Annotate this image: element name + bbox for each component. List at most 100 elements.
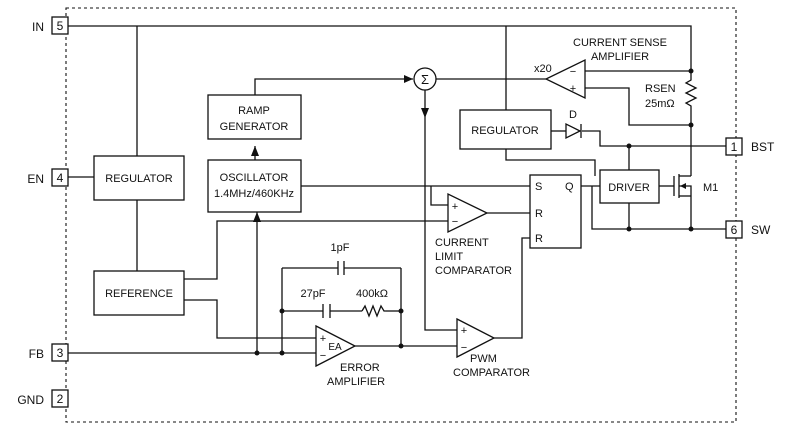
arrows <box>251 75 429 222</box>
resistor-400k-label: 400kΩ <box>356 288 388 300</box>
ea-plus-sign: + <box>320 333 326 345</box>
csa-gain: x20 <box>534 63 552 75</box>
regulator-right-label: REGULATOR <box>471 125 538 137</box>
pin-in-label: IN <box>32 20 44 34</box>
pin-sw: 6 SW <box>725 220 771 239</box>
pwm-minus-sign: − <box>461 342 467 354</box>
wire-in-rail <box>68 25 692 68</box>
mosfet-label: M1 <box>703 182 718 194</box>
pin-in: IN 5 <box>32 16 69 35</box>
junction-dot <box>626 143 632 149</box>
mosfet-m1: M1 <box>673 174 718 198</box>
cap-1pf-label: 1pF <box>331 242 350 254</box>
resistor-400k: 400kΩ <box>356 288 388 318</box>
current-sense-amplifier: − + x20 CURRENT SENSE AMPLIFIER <box>534 37 667 100</box>
wire-pwm-to-latch-r <box>494 237 530 339</box>
latch-q-label: Q <box>565 181 574 193</box>
current-limit-comparator: + − CURRENT LIMIT COMPARATOR <box>435 192 512 277</box>
rsen-value: 25mΩ <box>645 98 675 110</box>
junction-dot <box>279 350 285 356</box>
ea-label-line2: AMPLIFIER <box>327 376 385 388</box>
pin-bst-number: 1 <box>731 140 738 154</box>
ramp-generator-block: RAMP GENERATOR <box>207 94 302 140</box>
wire-diode-to-bst <box>582 130 726 147</box>
diode-label: D <box>569 109 577 121</box>
csa-label-line1: CURRENT SENSE <box>573 37 667 49</box>
junction-dot <box>398 308 404 314</box>
wire-ramp-to-summer <box>254 78 413 95</box>
wire-cl-plus-input <box>430 186 448 206</box>
pin-gnd: GND 2 <box>17 389 69 408</box>
pin-sw-label: SW <box>751 223 771 237</box>
driver-block: DRIVER <box>599 169 660 204</box>
wire-csa-plus-to-rsen-bottom <box>585 87 691 126</box>
junction-dot <box>254 350 260 356</box>
pwm-comparator: + − PWM COMPARATOR <box>453 317 530 379</box>
regulator-left-label: REGULATOR <box>105 173 172 185</box>
oscillator-block: OSCILLATOR 1.4MHz/460KHz <box>207 159 302 213</box>
pwm-plus-sign: + <box>461 325 467 337</box>
sr-latch-block: S Q R R <box>529 174 582 249</box>
junction-dot <box>398 343 404 349</box>
summer-node: Σ <box>413 67 437 91</box>
cl-plus-sign: + <box>452 201 458 213</box>
csa-label-line2: AMPLIFIER <box>591 51 649 63</box>
wire-summer-to-pwm <box>424 90 457 331</box>
cl-label-line3: COMPARATOR <box>435 265 512 277</box>
cl-minus-sign: − <box>452 216 458 228</box>
pin-in-number: 5 <box>57 19 64 33</box>
pin-gnd-number: 2 <box>57 392 64 406</box>
junction-dot <box>688 122 694 128</box>
cl-label-line2: LIMIT <box>435 251 463 263</box>
oscillator-label: OSCILLATOR <box>220 172 289 184</box>
pin-en-label: EN <box>27 172 44 186</box>
wires <box>68 25 726 354</box>
pin-sw-number: 6 <box>731 223 738 237</box>
summer-symbol: Σ <box>421 72 429 87</box>
junction-dot <box>626 226 632 232</box>
junction-dot <box>688 226 694 232</box>
reference-label: REFERENCE <box>105 288 173 300</box>
ramp-label-line1: RAMP <box>238 105 270 117</box>
ea-inside-label: EA <box>328 342 342 353</box>
pin-en: EN 4 <box>27 168 69 187</box>
arrow-summer-down <box>421 108 429 118</box>
pin-gnd-label: GND <box>17 393 44 407</box>
wire-reference-to-ea-plus <box>184 299 316 339</box>
pin-gnd-box <box>51 389 69 408</box>
regulator-right-block: REGULATOR <box>459 109 552 150</box>
pin-fb: FB 3 <box>29 343 69 362</box>
pin-bst: 1 BST <box>725 137 775 156</box>
driver-label: DRIVER <box>608 182 650 194</box>
wire-reference-to-cl-minus <box>184 220 448 280</box>
reference-block: REFERENCE <box>93 270 185 316</box>
arrow-into-summer <box>404 75 413 83</box>
wire-regulator-to-driver <box>505 149 596 176</box>
chip-boundary <box>65 7 737 423</box>
csa-plus-sign: + <box>570 83 576 95</box>
diode-d: D <box>565 109 582 140</box>
arrow-osc-to-ramp <box>251 146 259 156</box>
pin-fb-number: 3 <box>57 346 64 360</box>
capacitor-27pf: 27pF <box>300 288 331 318</box>
pin-en-number: 4 <box>57 171 64 185</box>
arrow-fb-to-osc <box>253 212 261 222</box>
oscillator-frequency: 1.4MHz/460KHz <box>214 188 294 200</box>
pwm-label-line2: COMPARATOR <box>453 367 530 379</box>
latch-r1-label: R <box>535 208 543 220</box>
regulator-left-block: REGULATOR <box>93 155 185 201</box>
csa-minus-sign: − <box>570 66 576 78</box>
junction-dots <box>254 68 694 356</box>
capacitor-1pf: 1pF <box>331 242 350 275</box>
pwm-label-line1: PWM <box>470 353 497 365</box>
ea-minus-sign: − <box>320 350 326 362</box>
cl-label-line1: CURRENT <box>435 237 489 249</box>
wire-sw-rail <box>591 186 726 230</box>
rsen-resistor: RSEN 25mΩ <box>645 68 698 110</box>
ea-label-line1: ERROR <box>340 362 380 374</box>
rsen-name: RSEN <box>645 83 676 95</box>
latch-s-label: S <box>535 181 542 193</box>
latch-r2-label: R <box>535 233 543 245</box>
error-amplifier: + − EA ERROR AMPLIFIER <box>315 324 385 388</box>
